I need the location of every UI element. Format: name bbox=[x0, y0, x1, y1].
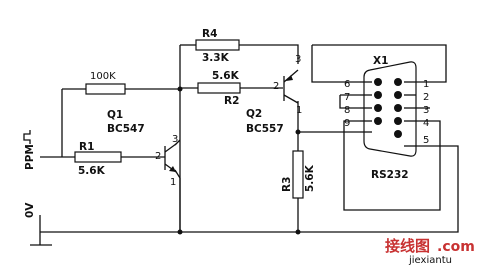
label-r2-value: 5.6K bbox=[212, 70, 240, 82]
label-q1-name: Q1 bbox=[107, 109, 123, 121]
pin-7 bbox=[374, 91, 382, 99]
label-r3-name: R3 bbox=[281, 177, 293, 192]
ppm-pulse-icon bbox=[23, 130, 31, 144]
label-connector-part: RS232 bbox=[371, 169, 409, 181]
watermark-text: 接线图 bbox=[385, 237, 430, 255]
label-pin-6: 6 bbox=[344, 79, 350, 90]
wire-pin6 bbox=[311, 45, 360, 83]
label-100k-value: 100K bbox=[90, 71, 116, 82]
wire-r4-right bbox=[239, 44, 299, 64]
label-pin-8: 8 bbox=[344, 105, 350, 116]
label-pin-1: 1 bbox=[423, 79, 429, 90]
db9-connector bbox=[360, 61, 417, 157]
label-pin-2: 2 bbox=[423, 92, 429, 103]
pin-9 bbox=[374, 117, 382, 125]
label-r1-name: R1 bbox=[79, 141, 94, 153]
resistor-r2 bbox=[197, 82, 241, 94]
label-r1-value: 5.6K bbox=[78, 165, 106, 177]
label-r2-name: R2 bbox=[224, 95, 239, 107]
resistor-r4 bbox=[195, 39, 240, 51]
pin-1 bbox=[394, 78, 402, 86]
transistor-q2 bbox=[283, 69, 299, 104]
label-q2-pin-b: 2 bbox=[273, 81, 279, 92]
wire-q1-emitter bbox=[174, 169, 181, 232]
resistor-r3 bbox=[292, 150, 304, 199]
label-pin-9: 9 bbox=[344, 118, 350, 129]
label-pin-7: 7 bbox=[344, 92, 350, 103]
label-ground: 0V bbox=[24, 202, 36, 218]
wire-q2-collector bbox=[297, 101, 360, 133]
ground-symbol bbox=[30, 215, 52, 246]
label-q1-pin-e: 1 bbox=[170, 177, 176, 188]
pin-5 bbox=[394, 130, 402, 138]
label-r4-value: 3.3K bbox=[202, 52, 230, 64]
label-r3-value: 5.6K bbox=[304, 164, 316, 192]
label-r4-name: R4 bbox=[202, 28, 217, 40]
wire-pin5-ground bbox=[298, 145, 459, 233]
pin-3 bbox=[394, 104, 402, 112]
watermark-suffix: .com bbox=[437, 239, 475, 255]
wires bbox=[40, 44, 459, 233]
label-q2-name: Q2 bbox=[246, 108, 262, 120]
wire-pin1-loop bbox=[312, 44, 447, 83]
pin-4 bbox=[394, 117, 402, 125]
watermark-url: jiexiantu bbox=[408, 255, 452, 266]
connector-shell bbox=[363, 61, 417, 157]
resistor-100k bbox=[85, 83, 126, 95]
label-q2-pin-e: 1 bbox=[296, 105, 302, 116]
label-q1-part: BC547 bbox=[107, 123, 145, 135]
label-connector-name: X1 bbox=[373, 55, 388, 67]
label-q2-part: BC557 bbox=[246, 123, 284, 135]
pin-2 bbox=[394, 91, 402, 99]
label-input-signal: PPM bbox=[24, 144, 36, 170]
transistor-q1 bbox=[164, 143, 177, 173]
junctions bbox=[177, 86, 301, 235]
pin-6 bbox=[374, 78, 382, 86]
resistor-r1 bbox=[74, 151, 122, 163]
label-pin-3: 3 bbox=[423, 105, 429, 116]
wire-pin7-jumper bbox=[339, 95, 360, 109]
label-pin-5: 5 bbox=[423, 135, 429, 146]
pin-8 bbox=[374, 104, 382, 112]
label-q1-pin-c: 3 bbox=[172, 134, 178, 145]
label-q1-pin-b: 2 bbox=[155, 151, 161, 162]
watermark: 接线图 .com jiexiantu bbox=[385, 237, 475, 266]
label-pin-4: 4 bbox=[423, 118, 429, 129]
wire-pin4-link bbox=[343, 120, 441, 211]
label-q2-pin-c: 3 bbox=[295, 54, 301, 65]
